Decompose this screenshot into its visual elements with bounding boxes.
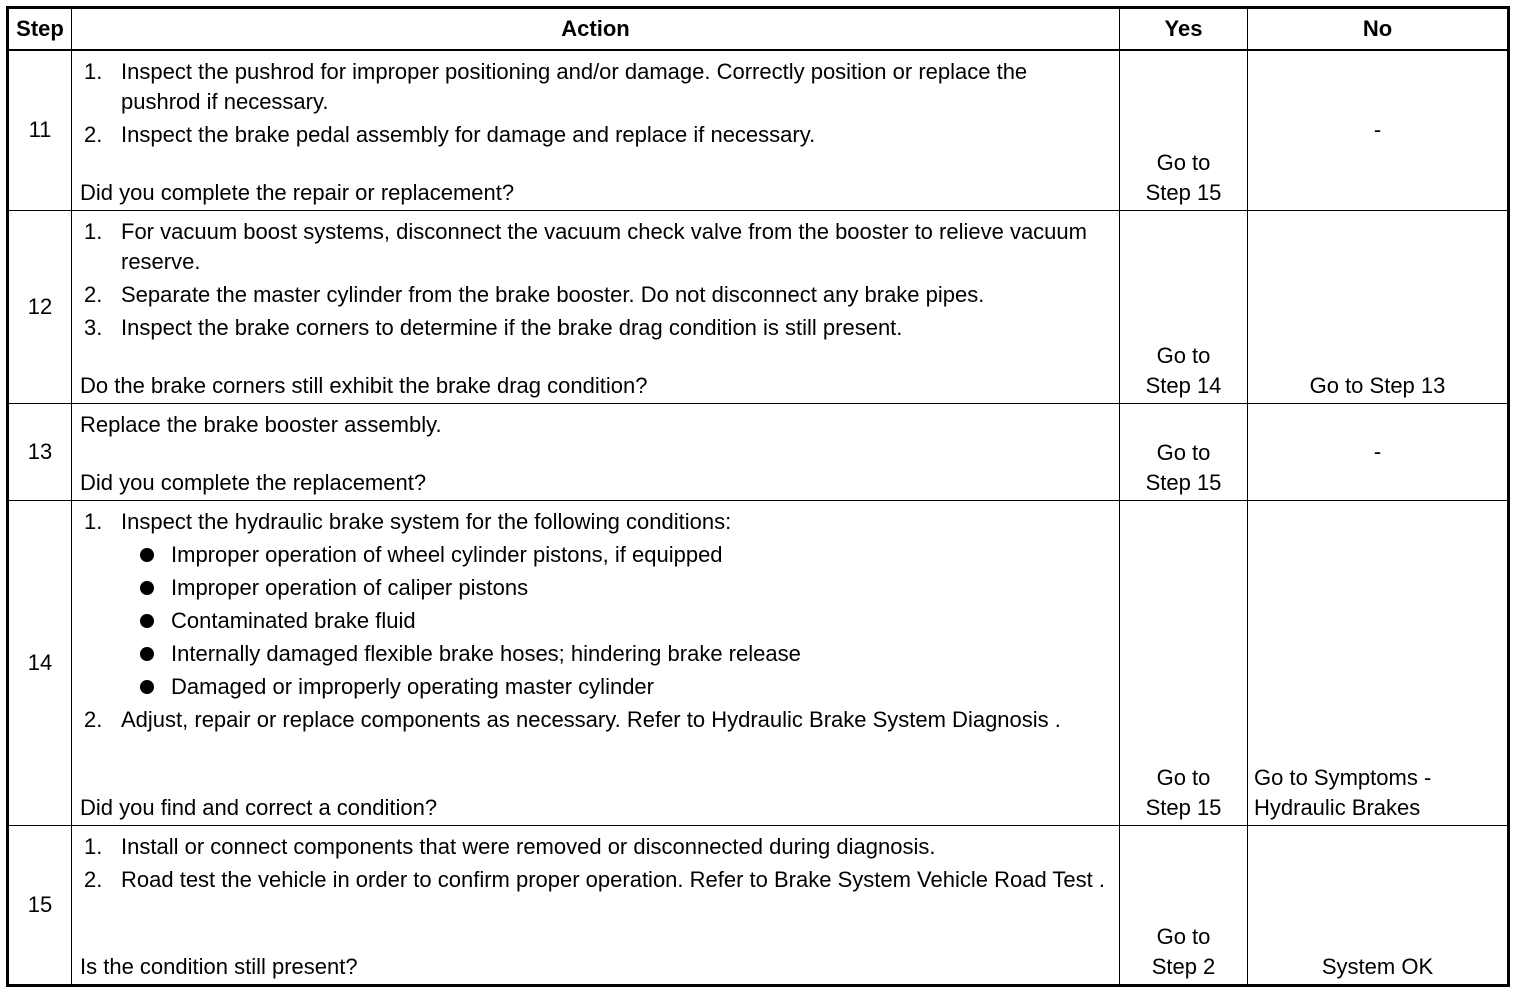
action-list: 1.Inspect the pushrod for improper posit… — [80, 57, 1111, 150]
action-text: Replace the brake booster assembly. — [80, 411, 442, 437]
question-text: Did you complete the repair or replaceme… — [80, 179, 515, 205]
step-number: 13 — [7, 402, 72, 501]
action-cell: 1.Install or connect components that wer… — [71, 824, 1120, 986]
header-row: Step Action Yes No — [7, 7, 1509, 51]
action-cell: Replace the brake booster assembly. Did … — [71, 402, 1120, 501]
table-row: 12 1.For vacuum boost systems, disconnec… — [7, 209, 1509, 404]
no-cell: Go to Symptoms -Hydraulic Brakes — [1247, 499, 1509, 826]
question-text: Do the brake corners still exhibit the b… — [80, 372, 648, 398]
list-item: 2.Road test the vehicle in order to conf… — [84, 866, 1105, 892]
step-number: 15 — [7, 824, 72, 986]
bullet-item: Contaminated brake fluid — [121, 606, 1111, 636]
bullet-icon — [140, 679, 154, 694]
question-text: Did you complete the replacement? — [80, 469, 427, 495]
bullet-icon — [140, 613, 154, 628]
list-item: 1.For vacuum boost systems, disconnect t… — [84, 218, 1087, 274]
step-number: 11 — [7, 49, 72, 211]
header-step: Step — [7, 7, 72, 51]
no-cell: System OK — [1247, 824, 1509, 986]
no-cell: - — [1247, 402, 1509, 501]
question-text: Is the condition still present? — [80, 953, 358, 979]
list-item: 2.Inspect the brake pedal assembly for d… — [84, 122, 816, 147]
list-item: 3.Inspect the brake corners to determine… — [84, 314, 903, 340]
no-cell: Go to Step 13 — [1247, 209, 1509, 404]
list-item: 1.Inspect the pushrod for improper posit… — [84, 59, 1028, 114]
condition-list: Improper operation of wheel cylinder pis… — [121, 540, 1111, 702]
list-item: 2.Adjust, repair or replace components a… — [84, 706, 1061, 732]
action-cell: 1.Inspect the hydraulic brake system for… — [71, 499, 1120, 826]
bullet-icon — [140, 580, 154, 595]
bullet-item: Damaged or improperly operating master c… — [121, 672, 1111, 702]
action-list: 1.Install or connect components that wer… — [80, 832, 1111, 895]
table-row: 11 1.Inspect the pushrod for improper po… — [7, 49, 1509, 211]
action-list: 1.Inspect the hydraulic brake system for… — [80, 507, 1111, 735]
diagnostic-table: Step Action Yes No 11 1.Inspect the push… — [6, 6, 1510, 987]
list-item: 1.Inspect the hydraulic brake system for… — [80, 507, 1111, 702]
table-row: 13 Replace the brake booster assembly. D… — [7, 402, 1509, 501]
header-no: No — [1247, 7, 1509, 51]
bullet-icon — [140, 547, 154, 562]
header-yes: Yes — [1119, 7, 1248, 51]
step-number: 14 — [7, 499, 72, 826]
bullet-icon — [140, 646, 154, 661]
no-cell: - — [1247, 49, 1509, 211]
action-list: 1.For vacuum boost systems, disconnect t… — [80, 217, 1111, 343]
list-item: 2.Separate the master cylinder from the … — [84, 281, 985, 307]
table-row: 14 1.Inspect the hydraulic brake system … — [7, 499, 1509, 826]
table-row: 15 1.Install or connect components that … — [7, 824, 1509, 986]
bullet-item: Internally damaged flexible brake hoses;… — [121, 639, 1111, 669]
bullet-item: Improper operation of caliper pistons — [121, 573, 1111, 603]
bullet-item: Improper operation of wheel cylinder pis… — [121, 540, 1111, 570]
question-text: Did you find and correct a condition? — [80, 794, 438, 820]
action-cell: 1.For vacuum boost systems, disconnect t… — [71, 209, 1120, 404]
step-number: 12 — [7, 209, 72, 404]
header-action: Action — [71, 7, 1120, 51]
list-item: 1.Install or connect components that wer… — [84, 833, 936, 859]
action-cell: 1.Inspect the pushrod for improper posit… — [71, 49, 1120, 211]
